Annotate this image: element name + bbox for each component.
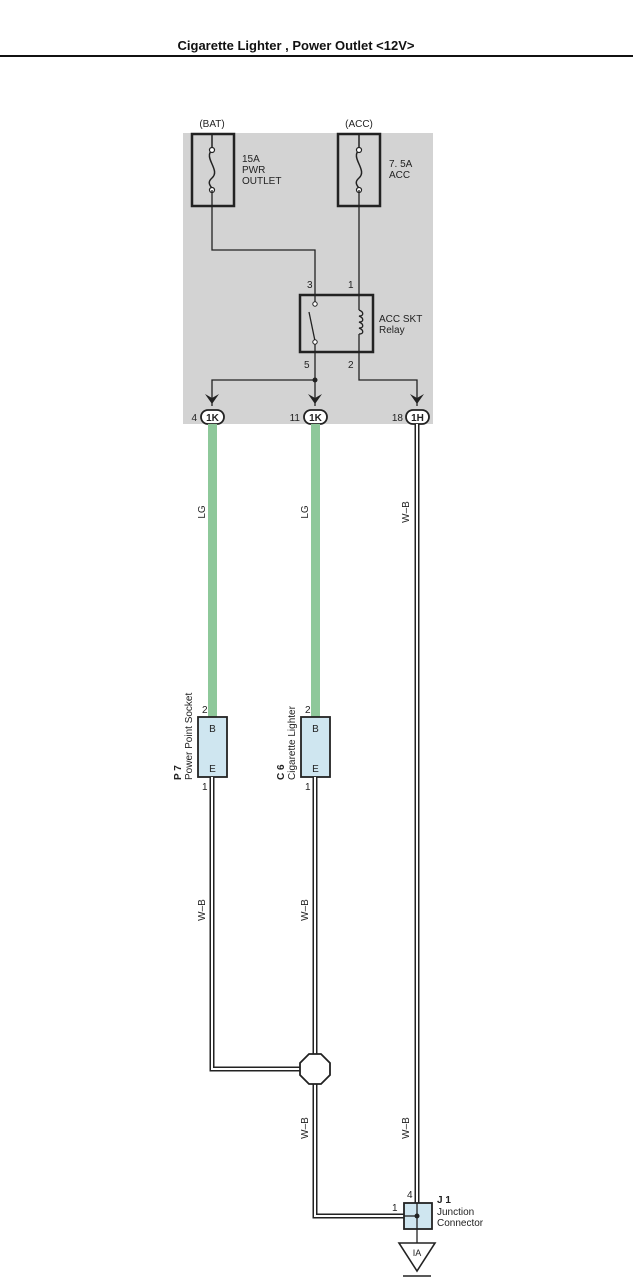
wb-wire-p7 bbox=[209, 777, 302, 1072]
lg-wire-1-label: LG bbox=[197, 505, 208, 519]
block-connector-arrows bbox=[205, 394, 424, 404]
bat-source-label: (BAT) bbox=[199, 119, 224, 130]
relay-pin-5: 5 bbox=[304, 360, 310, 371]
c6-pin-bottom: 1 bbox=[305, 782, 311, 793]
connector-1k-b-pin: 11 bbox=[290, 413, 301, 424]
connector-1k-a-code: 1K bbox=[206, 413, 220, 424]
wb-wire-right-upper-label: W–B bbox=[401, 501, 412, 523]
j1-pin-left: 1 bbox=[392, 1203, 398, 1214]
relay-pin-2: 2 bbox=[348, 360, 354, 371]
connector-1h-pin: 18 bbox=[392, 413, 404, 424]
lg-wire-2-label: LG bbox=[300, 505, 311, 519]
fuse-acc-name-1: ACC bbox=[389, 170, 410, 181]
connector-1k-b-code: 1K bbox=[309, 413, 323, 424]
fuse-pwr-name-1: PWR bbox=[242, 165, 265, 176]
wb-wire-right-lower-label: W–B bbox=[401, 1117, 412, 1139]
j1-id: J 1 bbox=[437, 1195, 451, 1206]
p7-pin-bottom: 1 bbox=[202, 782, 208, 793]
fuse-pwr-rating: 15A bbox=[242, 154, 260, 165]
wb-wire-lower bbox=[312, 1084, 405, 1219]
c6-pin-top: 2 bbox=[305, 705, 311, 716]
internal-wiring bbox=[211, 190, 418, 406]
component-c6 bbox=[300, 716, 331, 778]
p7-pin-top: 2 bbox=[202, 705, 208, 716]
connector-1h-code: 1H bbox=[411, 413, 424, 424]
wb-wire-lower-label: W–B bbox=[300, 1117, 311, 1139]
p7-id: P 7 bbox=[173, 765, 184, 780]
acc-source-label: (ACC) bbox=[345, 119, 373, 130]
j1-name-1: Junction bbox=[437, 1207, 474, 1218]
c6-name: Cigarette Lighter bbox=[287, 705, 298, 780]
relay-name-2: Relay bbox=[379, 325, 405, 336]
j1-name-2: Connector bbox=[437, 1218, 484, 1229]
p7-term-b: B bbox=[209, 724, 216, 735]
relay-name-1: ACC SKT bbox=[379, 314, 422, 325]
fuse-pwr-outlet bbox=[190, 132, 236, 208]
ground-symbol bbox=[397, 1242, 437, 1273]
splice-dot bbox=[312, 377, 318, 383]
c6-term-e: E bbox=[312, 764, 319, 775]
p7-name: Power Point Socket bbox=[184, 693, 195, 780]
page-title: Cigarette Lighter , Power Outlet <12V> bbox=[178, 38, 415, 53]
fuse-acc-rating: 7. 5A bbox=[389, 159, 413, 170]
c6-id: C 6 bbox=[276, 764, 287, 780]
connector-1k-a-pin: 4 bbox=[191, 413, 197, 424]
c6-term-b: B bbox=[312, 724, 319, 735]
wb-wire-c6-label: W–B bbox=[300, 899, 311, 921]
lg-wire-1 bbox=[208, 424, 217, 718]
j1-pin-top: 4 bbox=[407, 1190, 413, 1201]
junction-block bbox=[183, 133, 433, 424]
ground-label: IA bbox=[413, 1248, 422, 1258]
wb-wire-p7-label: W–B bbox=[197, 899, 208, 921]
p7-term-e: E bbox=[209, 764, 216, 775]
lg-wire-2 bbox=[311, 424, 320, 718]
splice-octagon bbox=[299, 1053, 331, 1085]
acc-skt-relay bbox=[298, 293, 375, 354]
relay-pin-1: 1 bbox=[348, 280, 354, 291]
relay-pin-3: 3 bbox=[307, 280, 313, 291]
fuse-pwr-name-2: OUTLET bbox=[242, 176, 281, 187]
